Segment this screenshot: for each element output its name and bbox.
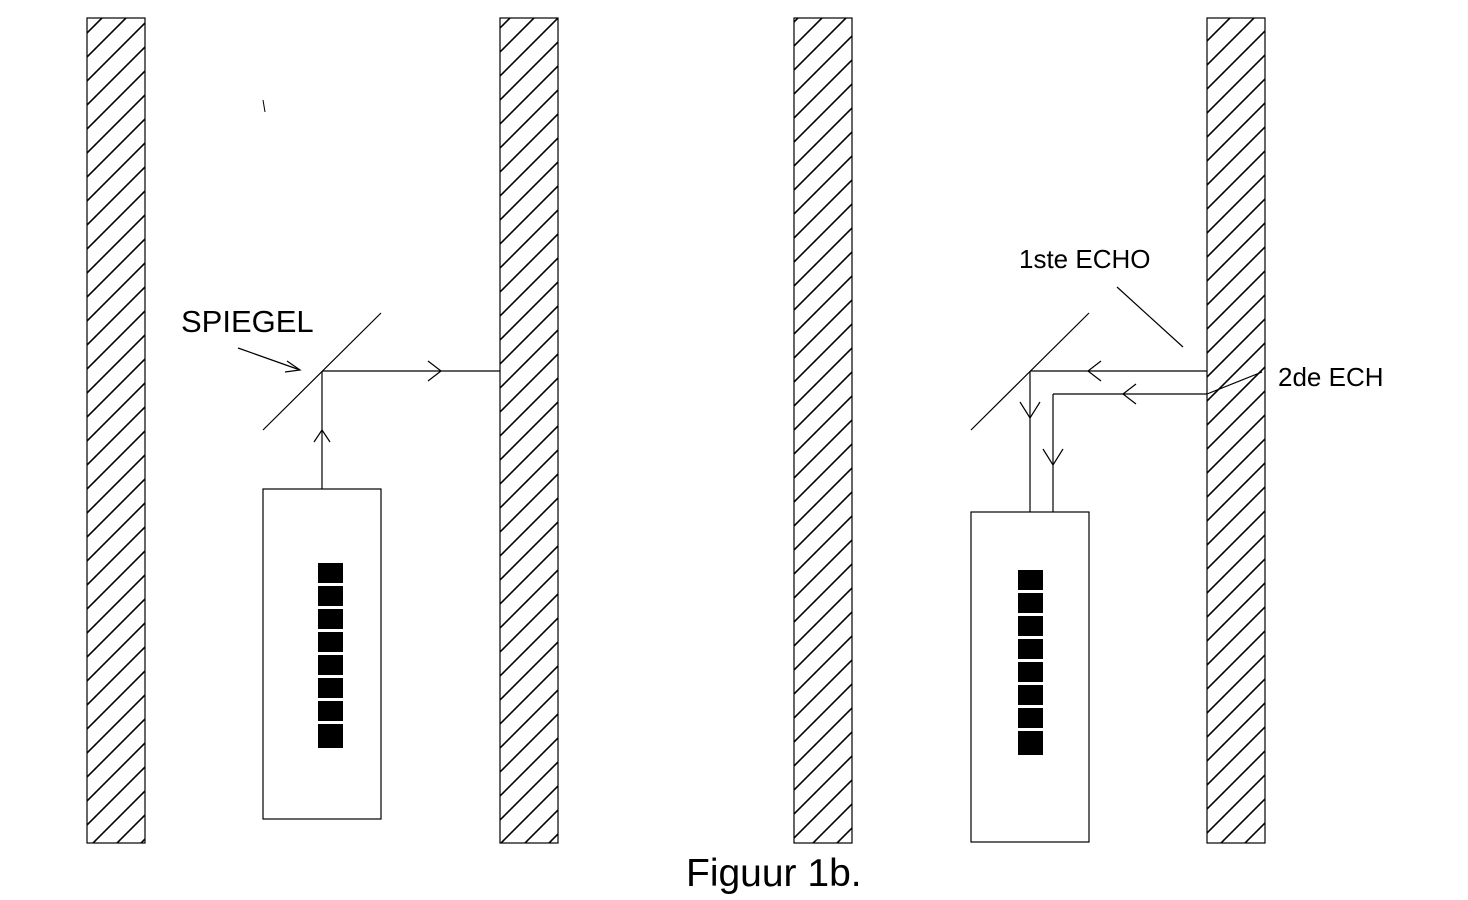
beam-up-arrowhead: [313, 428, 331, 443]
first-echo-beam-left-arrowhead: [1087, 360, 1102, 382]
right-panel: 1ste ECHO 2de ECH: [793, 17, 1384, 844]
mirror-label: SPIEGEL: [181, 304, 314, 339]
mirror-leader-line: [237, 347, 301, 371]
mirror-leader-arrowhead: [284, 360, 302, 373]
right-wall-a: [793, 17, 853, 844]
second-echo-label: 2de ECH: [1278, 362, 1384, 392]
beam-right-arrowhead: [427, 360, 442, 382]
first-echo-leader: [1116, 286, 1184, 348]
right-device: [970, 511, 1090, 843]
left-panel: SPIEGEL: [86, 17, 559, 844]
right-device-led-column: [1018, 570, 1043, 755]
figure-caption: Figuur 1b.: [686, 852, 862, 895]
first-echo-beam-down-arrowhead: [1019, 401, 1041, 420]
first-echo-label: 1ste ECHO: [1019, 244, 1151, 274]
stray-mark: [262, 99, 266, 113]
second-echo-beam-left-arrowhead: [1122, 383, 1137, 405]
second-echo-beam-down-arrowhead: [1042, 448, 1064, 467]
left-device: [262, 488, 382, 820]
left-wall-b: [499, 17, 559, 844]
second-echo-leader: [1206, 371, 1263, 395]
left-wall-a: [86, 17, 146, 844]
left-device-led-column: [318, 563, 343, 748]
right-wall-b: [1206, 17, 1266, 844]
